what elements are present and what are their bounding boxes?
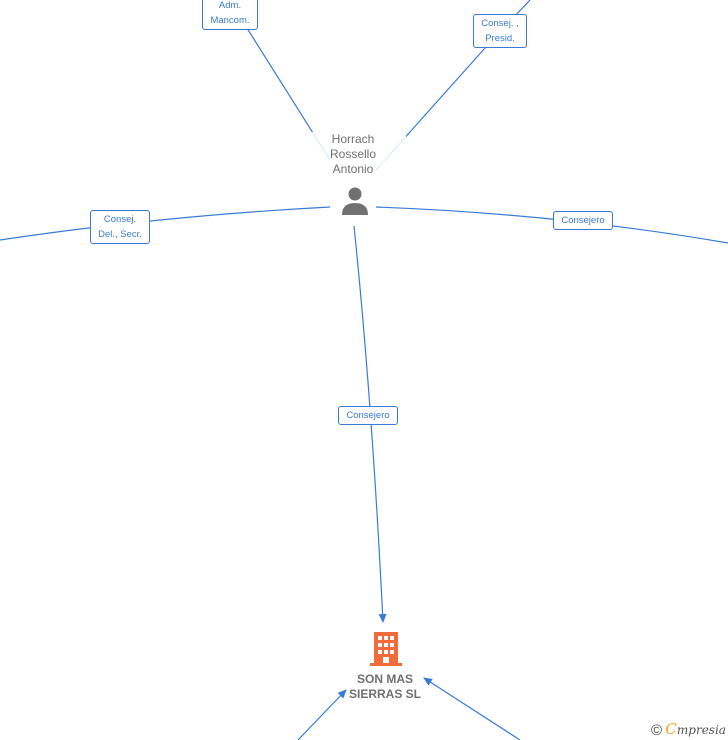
empresia-logo: © Cmpresia [651,720,726,739]
relation-label-adm-mancom[interactable]: Adm. Mancom. [202,0,258,30]
edge-consejero-right [375,206,728,244]
company-name[interactable]: SON MAS SIERRAS SL [348,672,421,701]
person-name[interactable]: Horrach Rossello Antonio [300,132,406,177]
person-icon[interactable] [340,186,370,216]
edge-consej-del-secr [0,206,331,241]
copyright-symbol: © [651,722,663,739]
building-icon[interactable] [370,631,402,667]
logo-initial: C [665,720,677,738]
relation-label-consej-del-secr[interactable]: Consej. Del., Secr. [90,210,150,244]
relation-label-consejero-right[interactable]: Consejero [553,211,613,230]
relation-label-consej-presid[interactable]: Consej. , Presid. [473,14,527,48]
relation-label-consejero-company[interactable]: Consejero [338,406,398,425]
edge-incoming-right [423,677,521,740]
logo-text: mpresia [676,723,726,737]
edge-incoming-left [297,689,347,740]
